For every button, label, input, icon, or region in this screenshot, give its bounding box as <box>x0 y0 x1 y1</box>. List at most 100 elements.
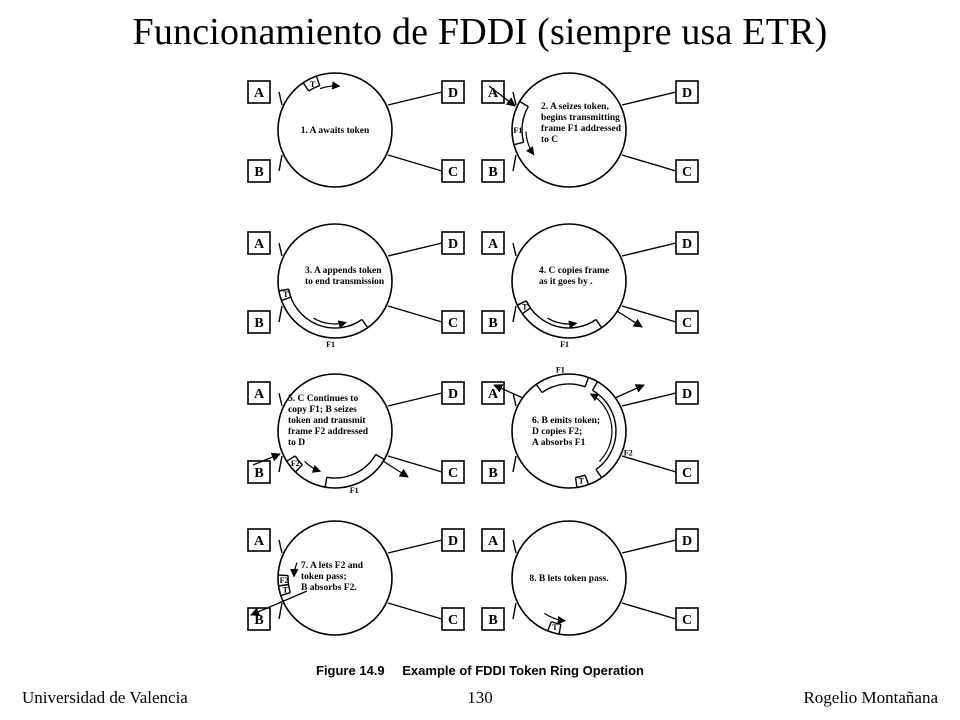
footer-university: Universidad de Valencia <box>22 688 188 707</box>
station-label: D <box>448 86 458 101</box>
station-label: A <box>488 387 499 402</box>
station-d: D <box>621 231 699 257</box>
packet-label: T <box>579 476 585 485</box>
station-c: C <box>621 305 699 334</box>
station-a: A <box>481 528 517 554</box>
station-b: B <box>247 602 283 631</box>
station-a: A <box>247 528 283 554</box>
station-link <box>278 242 283 257</box>
frame1-packet: F1 <box>324 453 385 495</box>
station-c: C <box>387 602 465 631</box>
station-label: B <box>488 316 497 331</box>
packet-label: T <box>283 290 289 299</box>
packet-label: F1 <box>560 340 569 349</box>
station-label: C <box>682 613 692 628</box>
station-link <box>387 154 443 172</box>
station-label: A <box>488 237 499 252</box>
step-line: token pass; <box>301 572 347 582</box>
step-line: frame F1 addressed <box>541 124 622 134</box>
figure-caption: Figure 14.9 Example of FDDI Token Ring O… <box>0 663 960 678</box>
station-box <box>675 607 699 631</box>
station-link <box>387 539 443 554</box>
station-label: B <box>488 613 497 628</box>
ring <box>511 373 627 489</box>
step-line: B absorbs F2. <box>301 583 357 593</box>
step-line: 3. A appends token <box>305 266 382 276</box>
station-b: B <box>247 455 283 484</box>
station-box <box>481 80 505 104</box>
station-link <box>387 305 443 323</box>
station-link <box>387 242 443 257</box>
station-box <box>481 310 505 334</box>
station-b-send-arrow <box>252 452 281 466</box>
station-link <box>278 91 283 106</box>
station-a: A <box>247 381 283 407</box>
step-line: to C <box>541 135 558 145</box>
ring <box>277 223 393 339</box>
station-label: C <box>682 316 692 331</box>
station-label: C <box>448 613 458 628</box>
station-box <box>675 528 699 552</box>
station-box <box>675 80 699 104</box>
station-label: D <box>682 387 692 402</box>
station-a-absorb-arrow <box>493 384 524 399</box>
station-box <box>441 607 465 631</box>
station-link <box>387 602 443 620</box>
step-line: to end transmission <box>305 277 385 287</box>
station-label: B <box>488 165 497 180</box>
station-label: A <box>254 86 265 101</box>
station-box <box>481 159 505 183</box>
station-b: B <box>481 154 517 183</box>
station-b: B <box>247 305 283 334</box>
station-label: B <box>254 613 263 628</box>
packet-label: T <box>310 80 316 89</box>
step-line: token and transmit <box>288 416 366 426</box>
station-d: D <box>621 381 699 407</box>
step-line: 1. A awaits token <box>301 126 370 136</box>
station-box <box>441 310 465 334</box>
step-line: begins transmitting <box>541 113 620 123</box>
station-box <box>675 381 699 405</box>
token-packet: T <box>574 474 590 488</box>
station-b: B <box>481 305 517 334</box>
station-box <box>247 381 271 405</box>
frame2-packet: F2 <box>278 574 290 587</box>
station-label: C <box>448 316 458 331</box>
station-box <box>247 231 271 255</box>
station-c: C <box>621 455 699 484</box>
station-label: A <box>254 534 265 549</box>
station-link <box>512 602 517 620</box>
frame1-packet: F1 <box>517 300 603 349</box>
station-label: B <box>254 316 263 331</box>
station-box <box>675 231 699 255</box>
station-link <box>278 392 283 407</box>
station-box <box>441 381 465 405</box>
step-line: 6. B emits token; <box>532 416 600 426</box>
frame2-packet: F2 <box>286 455 303 473</box>
step-description: 6. B emits token;D copies F2;A absorbs F… <box>532 416 600 448</box>
station-link <box>512 154 517 172</box>
station-box <box>441 528 465 552</box>
frame1-packet: F1 <box>535 366 590 394</box>
station-box <box>441 159 465 183</box>
station-c: C <box>387 154 465 183</box>
ring <box>277 373 393 489</box>
station-c-copy-arrow <box>382 460 409 478</box>
step-line: D copies F2; <box>532 427 582 437</box>
station-label: C <box>448 165 458 180</box>
station-link <box>621 154 677 172</box>
packet-label: F1 <box>514 126 523 135</box>
ring <box>511 223 627 339</box>
packet-label: F2 <box>280 576 289 585</box>
token-flow-arrow <box>543 612 567 625</box>
station-box <box>247 528 271 552</box>
